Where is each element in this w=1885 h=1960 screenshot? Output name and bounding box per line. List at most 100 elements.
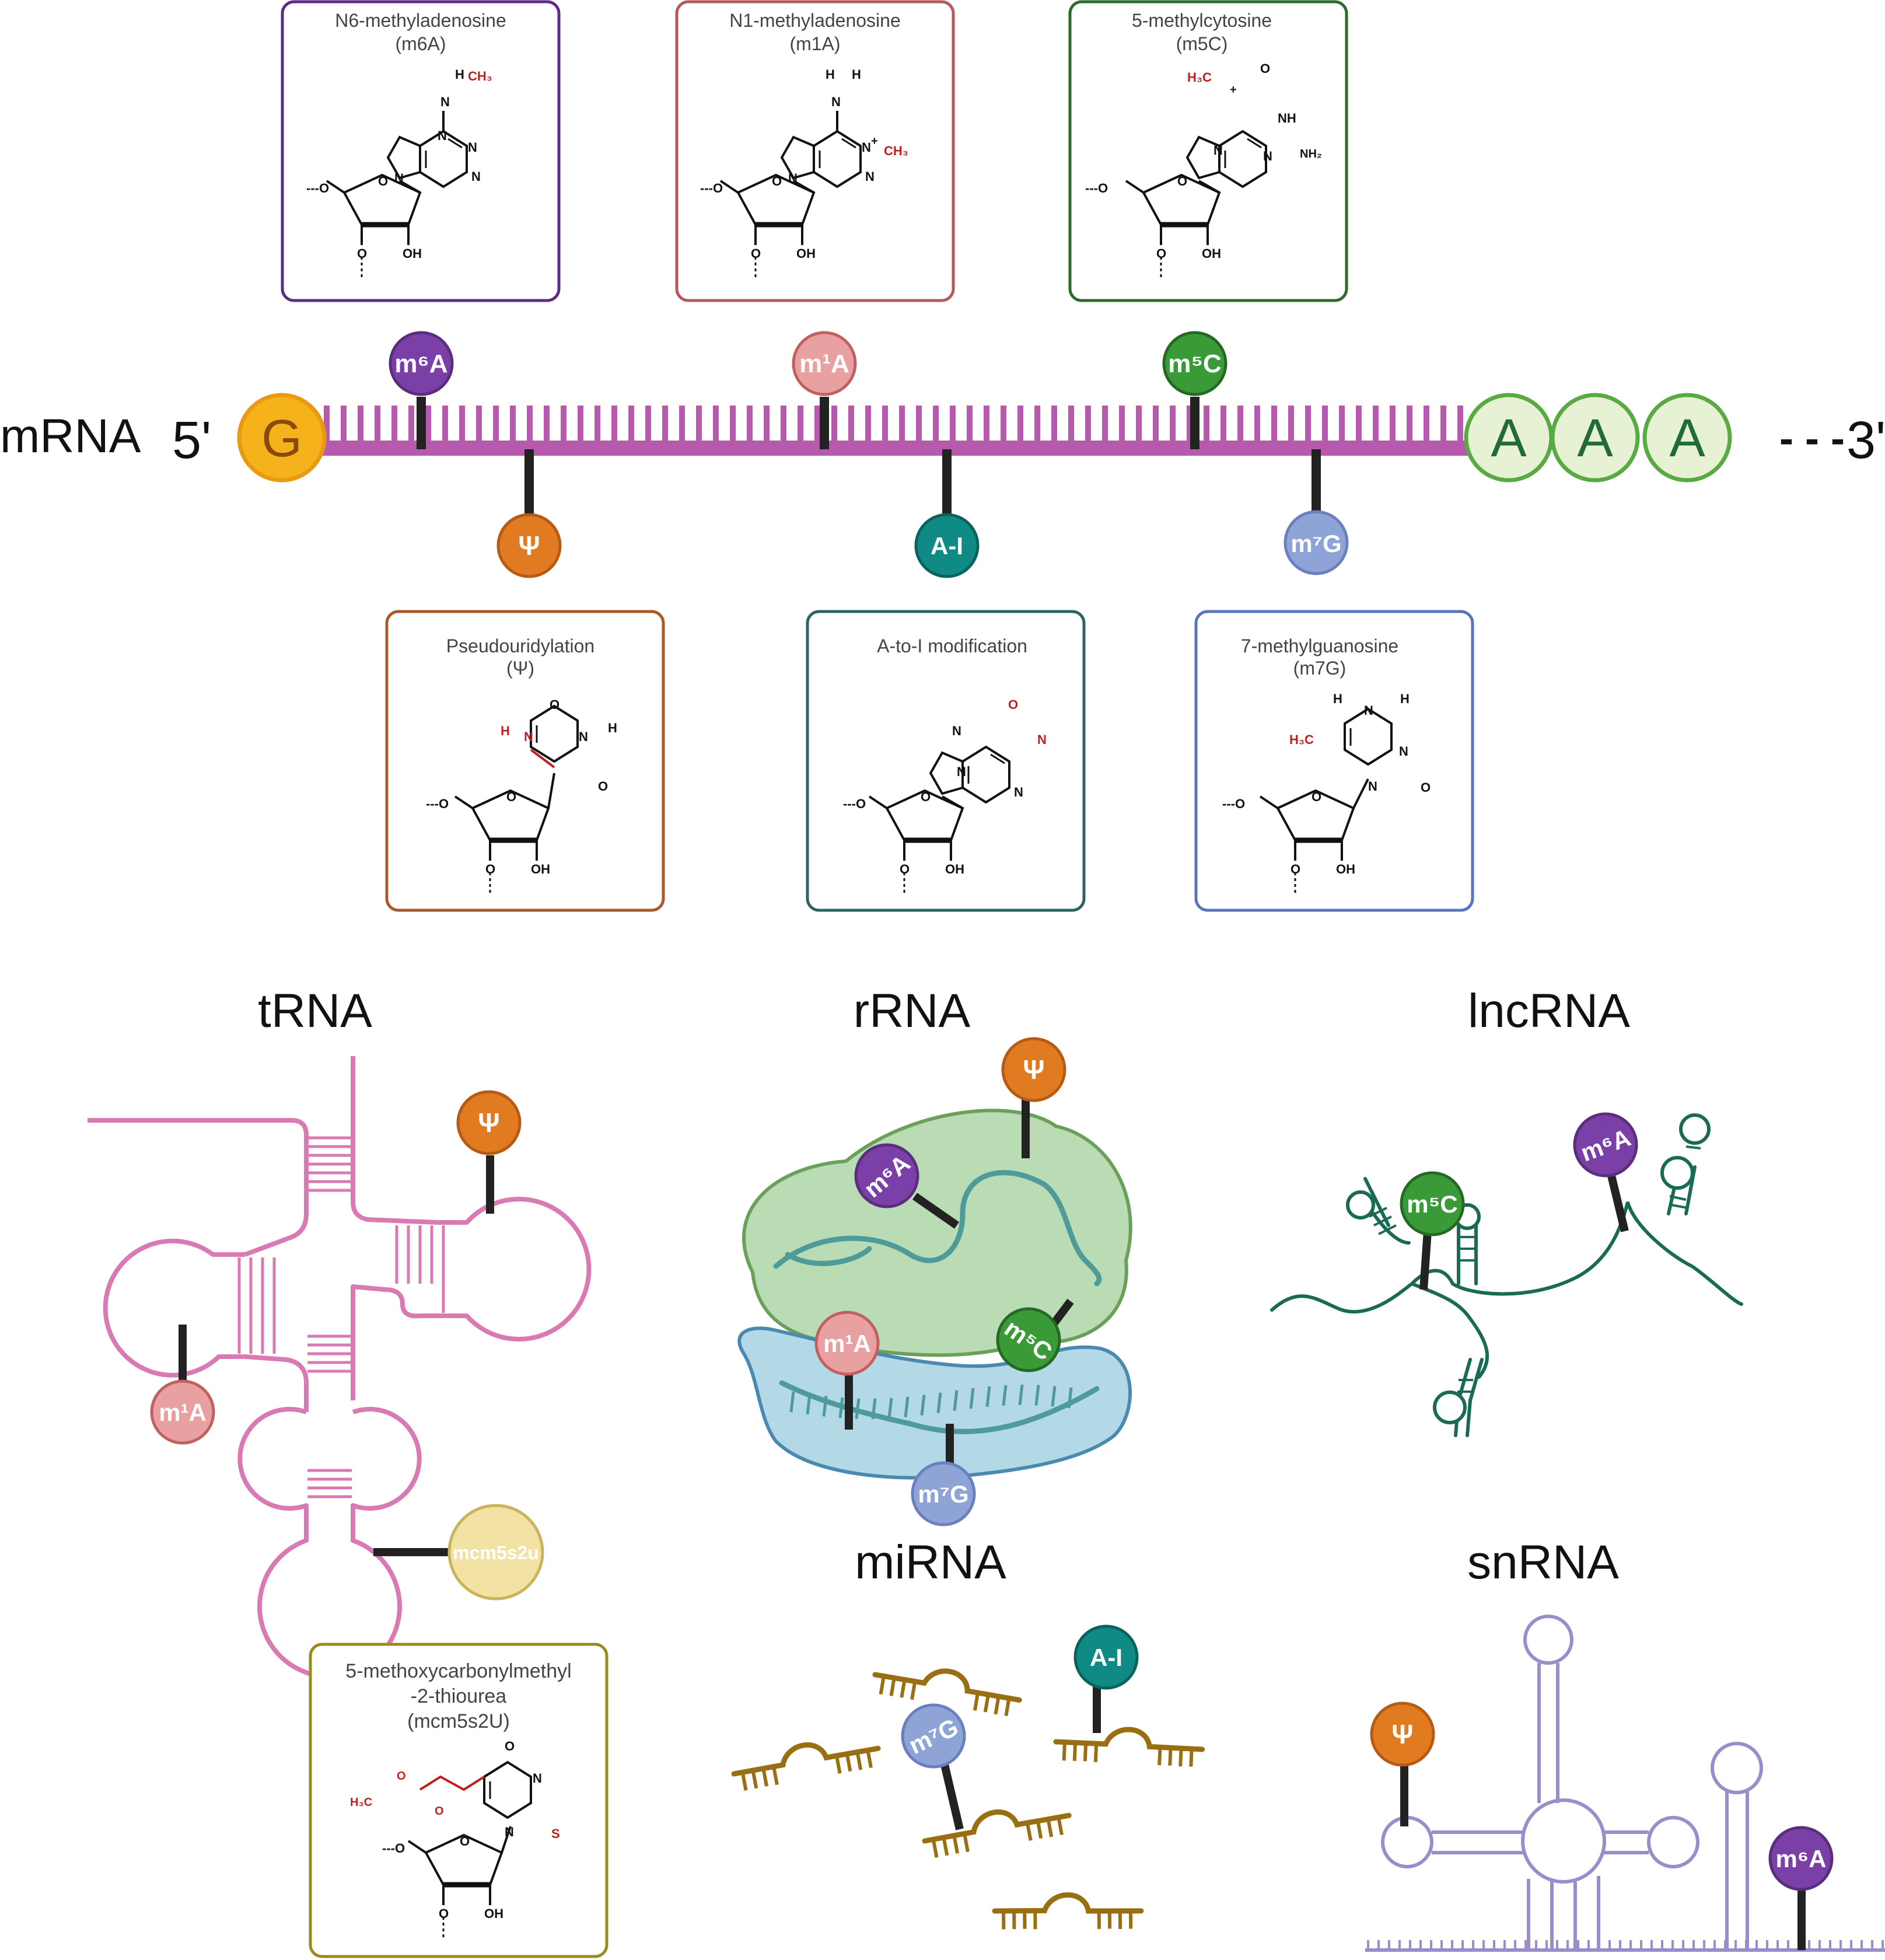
tail-a-3: A bbox=[1669, 408, 1705, 468]
svg-text:O: O bbox=[1177, 174, 1187, 188]
tail-a-1: A bbox=[1491, 408, 1527, 468]
svg-text:O: O bbox=[1312, 789, 1321, 804]
mrna-base bbox=[1254, 406, 1260, 442]
svg-text:N6-methyladenosine: N6-methyladenosine bbox=[335, 10, 506, 31]
svg-text:Ψ: Ψ bbox=[1023, 1054, 1044, 1085]
mrna-base bbox=[408, 406, 414, 442]
mcm5s2u-structure: H₃C O O O N N S ---O O O OH bbox=[350, 1739, 560, 1937]
mrna-base bbox=[814, 406, 820, 442]
svg-text:N: N bbox=[865, 169, 875, 184]
mrna-base bbox=[696, 406, 702, 442]
mrna-base bbox=[1187, 406, 1192, 442]
a-to-i-structure: N N O N N ---O O O OH bbox=[843, 697, 1047, 893]
rrna-base bbox=[953, 1390, 959, 1411]
svg-text:(m7G): (m7G) bbox=[1293, 658, 1347, 679]
lncrna-structure: m⁵C m⁶A bbox=[1270, 1112, 1743, 1437]
mrna-base bbox=[1034, 406, 1040, 442]
svg-text:---O: ---O bbox=[700, 181, 723, 195]
mrna-base bbox=[628, 406, 634, 442]
mrna-base bbox=[1373, 406, 1379, 442]
svg-text:N: N bbox=[1364, 703, 1373, 718]
svg-text:O: O bbox=[435, 1805, 444, 1818]
rrna-base bbox=[822, 1396, 828, 1417]
box-m7g: 7-methylguanosine (m7G) H N H H₃C N N O … bbox=[1194, 610, 1474, 912]
mrna-base bbox=[1136, 406, 1142, 442]
mrna-base bbox=[1390, 406, 1396, 442]
mrna-base bbox=[764, 406, 770, 442]
svg-text:NH₂: NH₂ bbox=[1300, 148, 1322, 160]
mrna-base bbox=[459, 406, 465, 442]
svg-text:OH: OH bbox=[403, 246, 422, 261]
mrna-base bbox=[1204, 406, 1209, 442]
svg-text:N: N bbox=[394, 171, 404, 186]
svg-text:---O: ---O bbox=[843, 796, 866, 811]
svg-text:A-I: A-I bbox=[931, 532, 963, 560]
rrna-base bbox=[1034, 1385, 1040, 1406]
mrna-base bbox=[984, 406, 989, 442]
rrna-base bbox=[969, 1388, 975, 1409]
three-prime-label: 3' bbox=[1846, 411, 1885, 470]
mrna-base bbox=[1288, 406, 1294, 442]
mrna-base bbox=[476, 406, 482, 442]
svg-text:A-I: A-I bbox=[1090, 1644, 1122, 1671]
svg-text:OH: OH bbox=[796, 246, 816, 261]
mrna-strand: mRNA 5' G A A A - - - 3' bbox=[0, 331, 1885, 578]
badge-psi: Ψ bbox=[496, 513, 562, 578]
svg-text:m⁷G: m⁷G bbox=[918, 1480, 968, 1508]
svg-text:Ψ: Ψ bbox=[518, 530, 540, 561]
svg-text:OH: OH bbox=[484, 1906, 503, 1921]
snrna-badge-psi: Ψ bbox=[1370, 1702, 1435, 1767]
mrna-base bbox=[1457, 406, 1463, 442]
svg-text:H₃C: H₃C bbox=[350, 1796, 372, 1809]
svg-text:OH: OH bbox=[1336, 862, 1355, 876]
svg-text:N: N bbox=[1368, 779, 1377, 794]
rrna-base bbox=[1018, 1384, 1024, 1406]
rrna-base bbox=[855, 1398, 861, 1419]
rrna-base bbox=[838, 1397, 844, 1419]
svg-text:H: H bbox=[826, 67, 835, 82]
svg-text:H: H bbox=[501, 724, 510, 738]
poly-a-tail: A A A - - - 3' bbox=[1464, 393, 1885, 483]
svg-text:N: N bbox=[524, 729, 533, 744]
mrna-base bbox=[594, 406, 600, 442]
svg-text:O: O bbox=[460, 1834, 470, 1849]
svg-text:---O: ---O bbox=[1085, 181, 1108, 195]
svg-text:N: N bbox=[1014, 785, 1023, 799]
mrna-base bbox=[831, 406, 837, 442]
svg-text:N: N bbox=[505, 1825, 514, 1839]
mrna-base bbox=[798, 406, 803, 442]
mrna-base bbox=[1153, 406, 1159, 442]
trna-badge-psi: Ψ bbox=[456, 1090, 522, 1155]
svg-text:N: N bbox=[831, 95, 841, 109]
svg-text:N: N bbox=[533, 1771, 542, 1786]
cap-g: G bbox=[237, 393, 327, 483]
mrna-base bbox=[1424, 406, 1429, 442]
mrna-base bbox=[1237, 406, 1243, 442]
svg-text:(Ψ): (Ψ) bbox=[506, 658, 534, 679]
badge-m6a: m⁶A bbox=[389, 331, 454, 396]
mrna-base bbox=[1017, 406, 1023, 442]
box-m1a: N1-methyladenosine (m1A) N N + CH₃ N N H… bbox=[675, 0, 955, 302]
m1a-structure: N N + CH₃ N N H H ---O O O OH bbox=[700, 67, 908, 277]
svg-text:O: O bbox=[921, 789, 931, 804]
snrna-badge-m6a: m⁶A bbox=[1768, 1826, 1834, 1891]
rrna-base bbox=[936, 1392, 942, 1413]
svg-text:---O: ---O bbox=[426, 796, 449, 811]
tail-a-2: A bbox=[1577, 408, 1613, 468]
svg-text:H₃C: H₃C bbox=[1289, 732, 1314, 747]
mrna-base bbox=[916, 406, 922, 442]
svg-text:A-to-I modification: A-to-I modification bbox=[877, 635, 1027, 656]
mrna-base bbox=[950, 406, 956, 442]
svg-text:N: N bbox=[1263, 149, 1272, 163]
mrna-base bbox=[713, 406, 719, 442]
svg-text:+: + bbox=[1230, 83, 1237, 96]
rrna-base bbox=[904, 1396, 910, 1417]
svg-text:N: N bbox=[1399, 744, 1408, 759]
mrna-backbone bbox=[315, 441, 1476, 456]
mrna-base bbox=[662, 406, 668, 442]
badge-a-i: A-I bbox=[914, 513, 980, 578]
trna-title: tRNA bbox=[258, 984, 372, 1037]
mrna-base bbox=[865, 406, 871, 442]
mrna-base bbox=[510, 406, 516, 442]
svg-text:O: O bbox=[505, 1739, 515, 1753]
